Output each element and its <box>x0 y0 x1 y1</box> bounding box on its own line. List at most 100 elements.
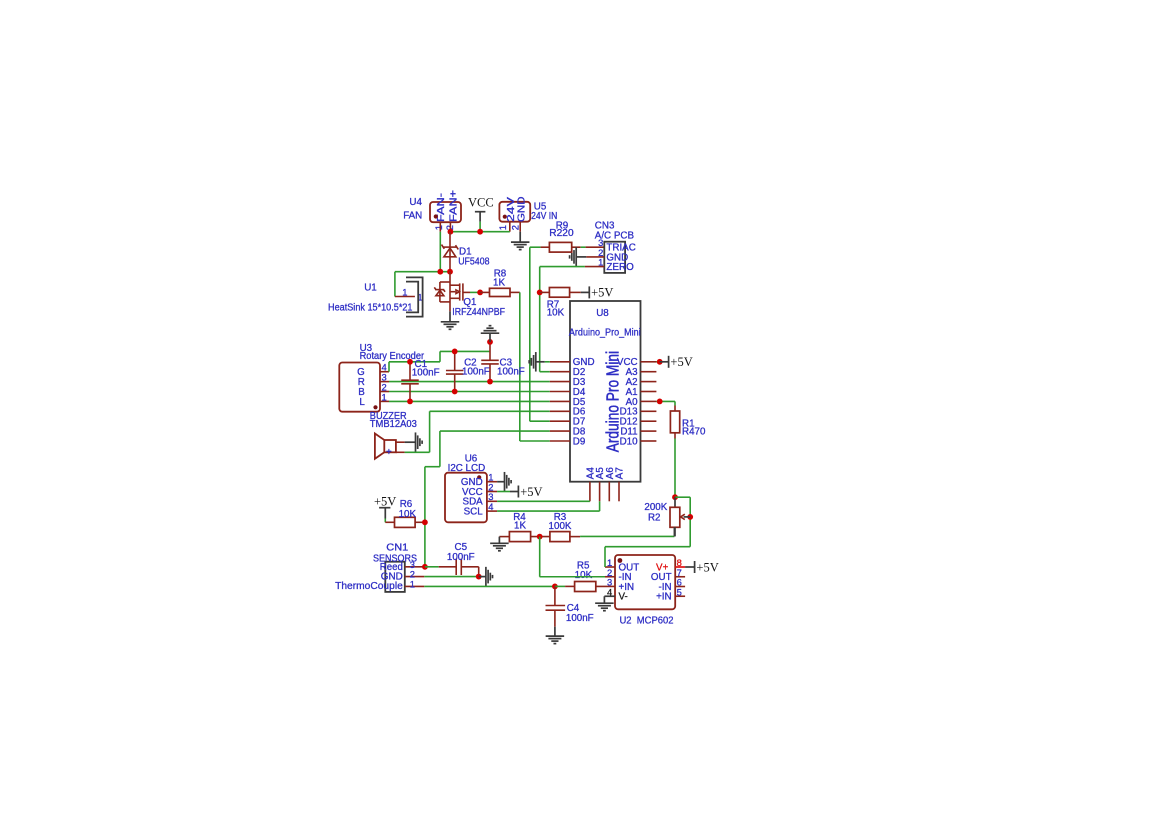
svg-text:2: 2 <box>510 225 521 230</box>
svg-text:1: 1 <box>607 557 612 568</box>
svg-text:Reed: Reed <box>380 562 403 573</box>
svg-text:A2: A2 <box>626 377 638 388</box>
svg-text:4: 4 <box>382 362 387 373</box>
svg-text:10K: 10K <box>547 307 565 318</box>
svg-text:U8: U8 <box>596 308 609 319</box>
svg-text:3: 3 <box>382 372 387 383</box>
svg-text:FAN-: FAN- <box>436 193 447 222</box>
svg-text:7: 7 <box>677 567 682 578</box>
svg-text:R220: R220 <box>549 228 574 239</box>
svg-text:U5: U5 <box>534 202 547 213</box>
svg-text:ZERO: ZERO <box>606 262 634 273</box>
svg-text:D4: D4 <box>573 387 586 398</box>
svg-text:10K: 10K <box>399 509 417 520</box>
svg-text:Rotary Encoder: Rotary Encoder <box>360 351 425 362</box>
svg-text:U3: U3 <box>360 343 373 354</box>
svg-text:U2 MCP602: U2 MCP602 <box>620 616 674 627</box>
svg-text:+5V: +5V <box>696 560 718 574</box>
svg-text:D9: D9 <box>573 436 586 447</box>
svg-text:A4: A4 <box>586 467 597 480</box>
svg-text:100nF: 100nF <box>462 367 490 378</box>
svg-text:D3: D3 <box>573 377 586 388</box>
svg-text:IRFZ44NPBF: IRFZ44NPBF <box>452 307 505 318</box>
svg-text:D12: D12 <box>620 417 638 428</box>
svg-text:R470: R470 <box>682 427 706 438</box>
svg-text:B: B <box>358 387 365 398</box>
svg-text:HeatSink 15*10.5*21: HeatSink 15*10.5*21 <box>328 302 413 313</box>
svg-text:D5: D5 <box>573 397 586 408</box>
svg-text:100nF: 100nF <box>497 367 525 378</box>
svg-text:1: 1 <box>402 286 407 297</box>
svg-text:A7: A7 <box>615 467 626 479</box>
svg-text:1: 1 <box>433 225 444 230</box>
svg-text:A3: A3 <box>626 367 639 378</box>
svg-text:VCC: VCC <box>462 487 483 498</box>
svg-text:GND: GND <box>461 477 483 488</box>
svg-text:D1: D1 <box>459 247 472 258</box>
svg-text:4: 4 <box>488 501 493 512</box>
svg-text:R1: R1 <box>682 418 695 429</box>
svg-text:D2: D2 <box>573 367 586 378</box>
svg-text:SCL: SCL <box>464 507 484 518</box>
svg-text:TMB12A03: TMB12A03 <box>370 419 418 430</box>
svg-text:A0: A0 <box>626 397 639 408</box>
svg-text:C4: C4 <box>567 603 580 614</box>
svg-text:C2: C2 <box>464 357 477 368</box>
svg-text:V-: V- <box>619 592 628 603</box>
svg-text:+: + <box>386 447 392 458</box>
svg-text:ThermoCouple: ThermoCouple <box>335 581 403 592</box>
svg-text:6: 6 <box>677 577 682 588</box>
svg-text:1: 1 <box>488 472 493 483</box>
svg-text:GND: GND <box>381 571 403 582</box>
svg-text:A5: A5 <box>595 467 606 480</box>
svg-text:A/C PCB: A/C PCB <box>595 231 635 242</box>
svg-text:24V: 24V <box>506 196 517 222</box>
svg-text:C1: C1 <box>415 359 428 370</box>
svg-text:Arduino Pro Mini: Arduino Pro Mini <box>602 351 622 452</box>
svg-text:-IN: -IN <box>659 582 672 593</box>
svg-text:1: 1 <box>417 292 422 303</box>
svg-text:R3: R3 <box>554 512 567 523</box>
svg-text:D6: D6 <box>573 407 586 418</box>
svg-text:VCC: VCC <box>617 357 638 368</box>
svg-text:10K: 10K <box>575 570 593 581</box>
svg-text:R8: R8 <box>494 268 507 279</box>
svg-text:3: 3 <box>488 491 493 502</box>
svg-text:D8: D8 <box>573 427 586 438</box>
svg-text:2: 2 <box>488 481 493 492</box>
svg-text:UF5408: UF5408 <box>458 257 490 268</box>
svg-text:2: 2 <box>410 569 415 580</box>
svg-text:4: 4 <box>607 586 612 597</box>
svg-text:R4: R4 <box>513 512 526 523</box>
svg-text:GND: GND <box>516 197 527 223</box>
svg-text:SENSORS: SENSORS <box>373 553 417 564</box>
svg-text:3: 3 <box>598 237 603 248</box>
svg-text:1: 1 <box>497 225 508 230</box>
svg-text:D13: D13 <box>620 407 639 418</box>
svg-text:D7: D7 <box>573 417 586 428</box>
svg-text:C5: C5 <box>455 542 468 553</box>
svg-text:BUZZER: BUZZER <box>370 411 407 422</box>
svg-text:R9: R9 <box>556 221 569 232</box>
svg-text:1: 1 <box>410 578 415 589</box>
svg-text:OUT: OUT <box>651 572 672 583</box>
svg-text:-IN: -IN <box>619 572 632 583</box>
svg-text:+5V: +5V <box>520 485 542 499</box>
svg-text:R: R <box>358 377 365 388</box>
svg-text:GND: GND <box>573 357 595 368</box>
svg-text:D11: D11 <box>620 427 637 438</box>
svg-text:G: G <box>357 367 365 378</box>
svg-text:2: 2 <box>607 567 612 578</box>
svg-text:+5V: +5V <box>670 355 692 369</box>
svg-text:V+: V+ <box>656 562 669 573</box>
svg-text:SDA: SDA <box>463 497 484 508</box>
svg-text:CN1: CN1 <box>386 542 408 553</box>
svg-text:A6: A6 <box>605 467 616 480</box>
svg-text:U1: U1 <box>364 283 377 294</box>
svg-text:R2: R2 <box>648 513 661 524</box>
svg-text:100nF: 100nF <box>447 552 475 563</box>
svg-text:3: 3 <box>607 577 612 588</box>
svg-text:+IN: +IN <box>656 592 672 603</box>
svg-text:R6: R6 <box>400 499 413 510</box>
svg-text:I2C LCD: I2C LCD <box>448 463 486 474</box>
